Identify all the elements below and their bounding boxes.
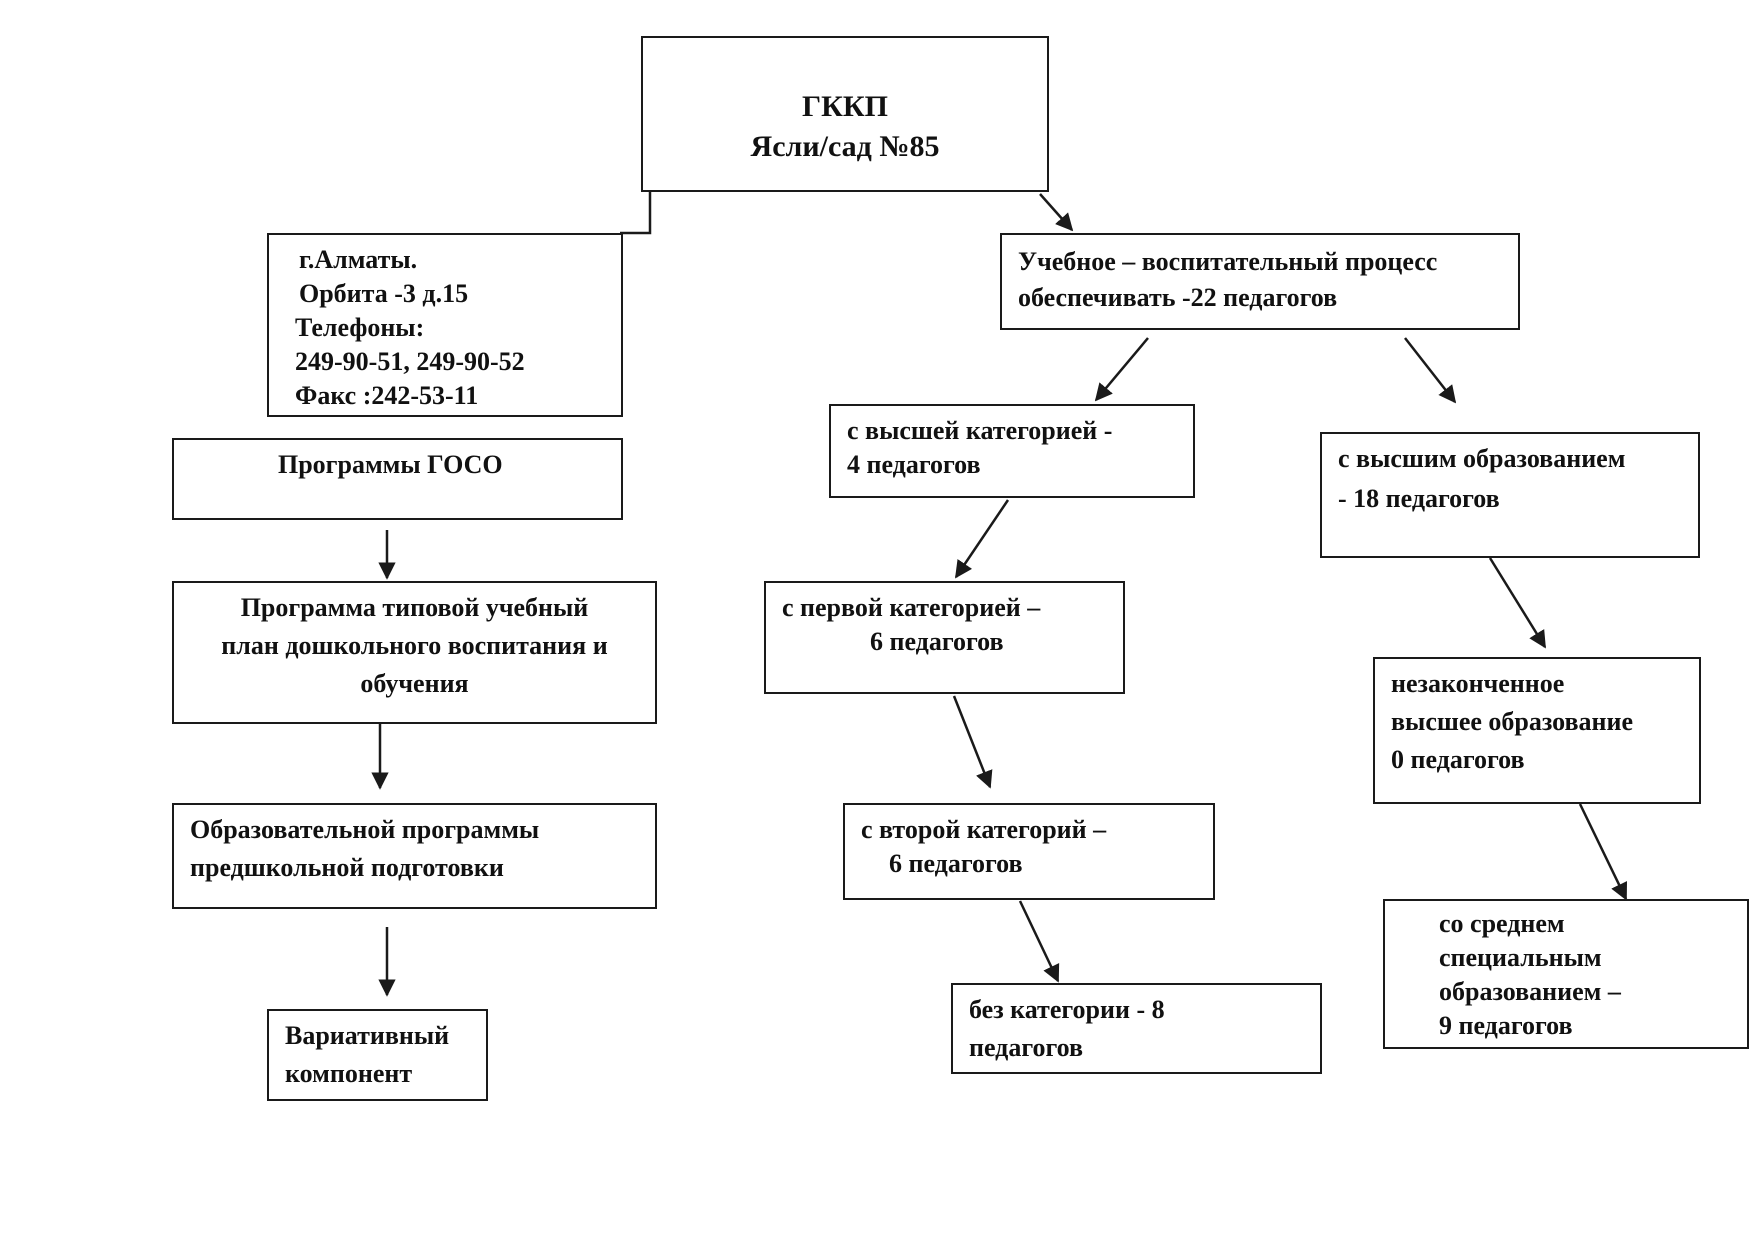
incomplete-higher-line-3: 0 педагогов xyxy=(1391,745,1525,774)
second-category-node: с второй категорий – 6 педагогов xyxy=(843,803,1215,900)
incomplete-higher-to-secondary-special-arrow xyxy=(1578,803,1628,901)
process-to-higher-education-arrow xyxy=(1404,337,1457,404)
goso-programs-node: Программы ГОСО xyxy=(172,438,623,520)
root-to-address-connector xyxy=(620,192,652,235)
first-to-second-category-arrow xyxy=(952,695,993,789)
root-title: ГККП xyxy=(802,90,888,123)
educational-process-node: Учебное – воспитательный процесс обеспеч… xyxy=(1000,233,1520,330)
incomplete-higher-node: незаконченное высшее образование 0 педаг… xyxy=(1373,657,1701,804)
highest-to-first-category-arrow xyxy=(954,499,1010,579)
highest-category-node: с высшей категорией - 4 педагогов xyxy=(829,404,1195,498)
address-node: г.Алматы. Орбита -3 д.15 Телефоны: 249-9… xyxy=(267,233,623,417)
higher-education-line-1: с высшим образованием xyxy=(1338,444,1626,473)
typical-plan-line-1: Программа типовой учебный xyxy=(240,593,589,622)
educational-process-line-1: Учебное – воспитательный процесс xyxy=(1018,247,1438,276)
higher-education-line-2: - 18 педагогов xyxy=(1338,484,1500,513)
address-phones: 249-90-51, 249-90-52 xyxy=(295,347,525,376)
incomplete-higher-line-1: незаконченное xyxy=(1391,669,1565,698)
incomplete-higher-line-2: высшее образование xyxy=(1391,707,1634,736)
higher-to-incomplete-higher-arrow xyxy=(1488,557,1547,649)
preschool-program-node: Образовательной программы предшкольной п… xyxy=(172,803,657,909)
typical-plan-line-2: план дошкольного воспитания и xyxy=(221,631,608,660)
root-to-process-arrow xyxy=(1039,193,1074,232)
address-phones-label: Телефоны: xyxy=(295,313,425,342)
variative-line-2: компонент xyxy=(285,1059,413,1088)
address-fax: Факс :242-53-11 xyxy=(295,381,479,410)
second-category-line-1: с второй категорий – xyxy=(861,815,1107,844)
first-category-line-2: 6 педагогов xyxy=(870,627,1004,656)
root-subtitle: Ясли/сад №85 xyxy=(750,130,940,163)
higher-education-node: с высшим образованием - 18 педагогов xyxy=(1320,432,1700,558)
address-city: г.Алматы. xyxy=(299,245,418,274)
first-category-node: с первой категорией – 6 педагогов xyxy=(764,581,1125,694)
no-category-node: без категории - 8 педагогов xyxy=(951,983,1322,1074)
typical-plan-node: Программа типовой учебный план дошкольно… xyxy=(172,581,657,724)
educational-process-line-2: обеспечивать -22 педагогов xyxy=(1018,283,1338,312)
second-category-line-2: 6 педагогов xyxy=(889,849,1023,878)
goso-programs-label: Программы ГОСО xyxy=(278,450,503,479)
variative-line-1: Вариативный xyxy=(285,1021,450,1050)
secondary-special-line-2: специальным xyxy=(1439,943,1602,972)
secondary-special-line-4: 9 педагогов xyxy=(1439,1011,1573,1040)
no-category-line-1: без категории - 8 xyxy=(969,995,1165,1024)
first-category-line-1: с первой категорией – xyxy=(782,593,1041,622)
process-to-highest-category-arrow xyxy=(1094,337,1149,402)
address-street: Орбита -3 д.15 xyxy=(299,279,469,308)
typical-plan-line-3: обучения xyxy=(360,669,469,698)
preschool-program-line-2: предшкольной подготовки xyxy=(190,853,504,882)
second-to-none-category-arrow xyxy=(1018,900,1060,983)
highest-category-line-2: 4 педагогов xyxy=(847,450,981,479)
root-node: ГККП Ясли/сад №85 xyxy=(641,36,1049,192)
no-category-line-2: педагогов xyxy=(969,1033,1084,1062)
secondary-special-line-1: со среднем xyxy=(1439,909,1565,938)
secondary-special-line-3: образованием – xyxy=(1439,977,1621,1006)
secondary-special-node: со среднем специальным образованием – 9 … xyxy=(1383,899,1749,1049)
preschool-program-line-1: Образовательной программы xyxy=(190,815,540,844)
variative-component-node: Вариативный компонент xyxy=(267,1009,488,1101)
highest-category-line-1: с высшей категорией - xyxy=(847,416,1113,445)
